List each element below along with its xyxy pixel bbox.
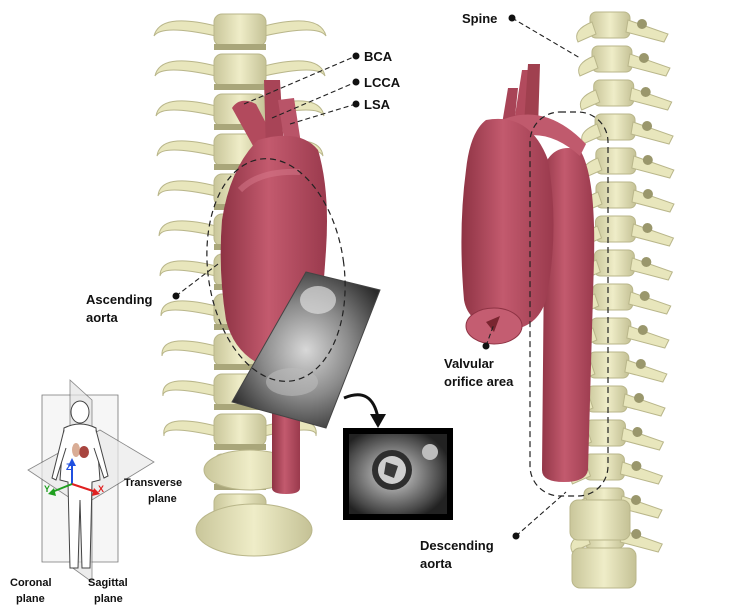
vertebra	[154, 14, 326, 50]
vertebra-lateral	[582, 148, 673, 178]
vertebra-lateral	[582, 216, 673, 246]
transverse-label-line2: plane	[148, 493, 177, 505]
rib-left	[162, 341, 216, 356]
rib-left	[155, 61, 216, 76]
descending-leader	[516, 492, 566, 536]
right-aorta	[461, 64, 594, 482]
lsa-label: LSA	[364, 97, 391, 112]
vertebra-lateral	[580, 80, 671, 110]
rib-left	[161, 301, 216, 316]
slice-arrow-head	[370, 414, 386, 428]
rib-left	[164, 421, 216, 436]
x-axis-label: X	[98, 484, 104, 494]
rib-left	[156, 101, 216, 116]
rib-right	[264, 61, 325, 76]
spine-leader	[512, 18, 580, 58]
sagittal-label-line2: plane	[94, 593, 123, 605]
z-axis-label: Z	[66, 462, 72, 472]
valvular-label-line1: Valvular	[444, 356, 494, 371]
heart-icon	[79, 446, 89, 458]
sagittal-label-line1: Sagittal	[88, 577, 128, 589]
descending-label-line2: aorta	[420, 556, 453, 571]
rib-left	[163, 381, 216, 396]
ascending-aorta-lateral	[461, 119, 553, 330]
coronal-label-line2: plane	[16, 593, 45, 605]
ascending-label-line2: aorta	[86, 310, 119, 325]
ascending-label-line1: Ascending	[86, 292, 153, 307]
rib-left	[154, 21, 216, 36]
valvular-label-line2: orifice area	[444, 374, 514, 389]
lcca-label: LCCA	[364, 75, 401, 90]
rib-right	[264, 21, 326, 36]
spine-label: Spine	[462, 11, 497, 26]
vertebra-lateral	[583, 182, 674, 212]
vertebra-lateral	[582, 114, 673, 144]
y-axis-label: Y	[44, 484, 50, 494]
rib-left	[157, 141, 216, 156]
vertebra-lateral	[581, 250, 672, 280]
transverse-label-line1: Transverse	[124, 477, 182, 489]
descending-label-line1: Descending	[420, 538, 494, 553]
bca-label: BCA	[364, 49, 393, 64]
rib-left	[159, 221, 216, 236]
mri-inset-image	[343, 428, 453, 520]
rib-left	[158, 181, 216, 196]
vertebra	[155, 54, 325, 90]
vertebra-lateral	[579, 46, 670, 76]
vertebra-lateral	[577, 12, 668, 42]
coronal-label-line1: Coronal	[10, 577, 52, 589]
